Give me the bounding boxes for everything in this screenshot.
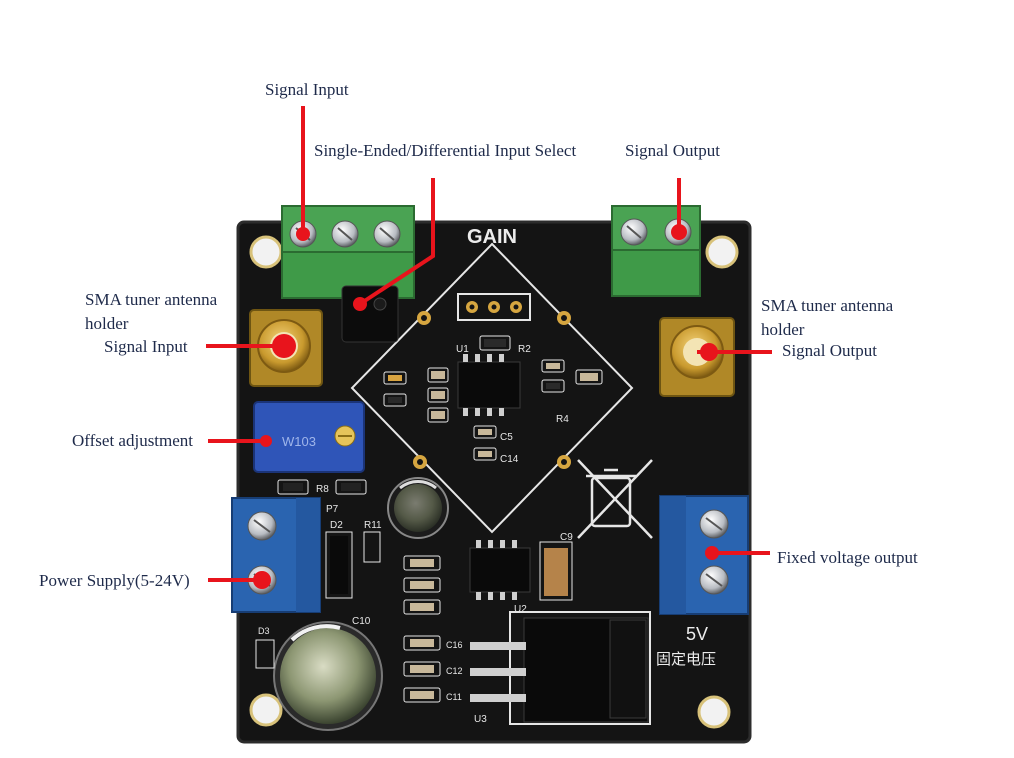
trimmer-code: W103	[282, 434, 316, 449]
label-sma-left: SMA tuner antenna holder	[85, 290, 218, 333]
marker-offset-adjustment	[260, 435, 272, 447]
gain-header-pins	[466, 301, 522, 313]
c14-label: C14	[500, 454, 519, 465]
weee-bin-icon	[577, 459, 653, 539]
signal-output-terminal-block	[611, 205, 701, 297]
u2-chip	[469, 547, 531, 593]
label-power-supply: Power Supply(5-24V)	[39, 571, 190, 590]
leader-se-diff-select	[358, 178, 435, 306]
fixed-voltage-cn-label: 固定电压	[656, 650, 716, 668]
r11-label: R11	[364, 520, 382, 531]
label-sma-right: SMA tuner antenna holder	[761, 296, 894, 339]
gain-diamond-outline	[350, 242, 634, 534]
label-signal-input-left: Signal Input	[104, 337, 188, 356]
r2-label: R2	[518, 344, 531, 355]
marker-signal-output-top	[671, 224, 687, 240]
u1-chip	[457, 361, 521, 409]
sma-right-connector	[659, 317, 735, 397]
leader-lines	[206, 106, 772, 589]
smd-resistor-row	[277, 479, 367, 495]
smd-cap-column	[403, 555, 441, 703]
power-supply-terminal-block	[231, 497, 321, 613]
gain-label: GAIN	[467, 226, 517, 248]
marker-fixed-voltage-output	[705, 546, 719, 560]
c10-label: C10	[352, 616, 371, 627]
marker-signal-output-right	[700, 343, 718, 361]
r4-label: R4	[556, 414, 569, 425]
u3-label: U3	[474, 714, 487, 725]
label-offset-adjustment: Offset adjustment	[72, 431, 194, 450]
label-signal-output-top: Signal Output	[625, 141, 720, 160]
marker-se-diff-select	[353, 297, 367, 311]
voltage-regulator-u3	[470, 611, 651, 725]
c11-label: C11	[446, 692, 462, 702]
u2-label: U2	[514, 604, 527, 615]
d3-label: D3	[258, 626, 270, 636]
label-signal-output-right: Signal Output	[782, 341, 877, 360]
marker-signal-input-left	[272, 334, 296, 358]
label-fixed-voltage-output: Fixed voltage output	[777, 548, 918, 567]
c5-label: C5	[500, 432, 513, 443]
diode-d2	[325, 531, 353, 599]
gain-header	[457, 293, 531, 321]
marker-signal-input-top	[296, 227, 310, 241]
r11-part	[363, 531, 381, 563]
label-se-diff-select: Single-Ended/Differential Input Select	[314, 141, 577, 160]
label-signal-input-top: Signal Input	[265, 80, 349, 99]
capacitor-c9	[539, 541, 573, 601]
pcb-edge	[236, 220, 752, 744]
c9-label: C9	[560, 532, 573, 543]
r8-label: R8	[316, 484, 329, 495]
se-diff-jumper	[341, 285, 399, 343]
led-d3	[255, 639, 275, 669]
u1-label: U1	[456, 344, 469, 355]
d2-label: D2	[330, 520, 343, 531]
u1-pins	[463, 354, 504, 416]
c16-label: C16	[446, 640, 463, 650]
small-electrolytic-capacitor	[387, 477, 449, 539]
large-electrolytic-capacitor	[273, 621, 383, 731]
p7-label: P7	[326, 504, 339, 515]
c12-label: C12	[446, 666, 463, 676]
fixed-5v-label: 5V	[686, 624, 708, 644]
offset-trimmer-potentiometer: W103	[253, 401, 365, 473]
smd-components-gain	[383, 335, 603, 461]
u2-pins	[476, 540, 517, 600]
marker-power-supply	[253, 571, 271, 589]
vias	[413, 311, 571, 469]
